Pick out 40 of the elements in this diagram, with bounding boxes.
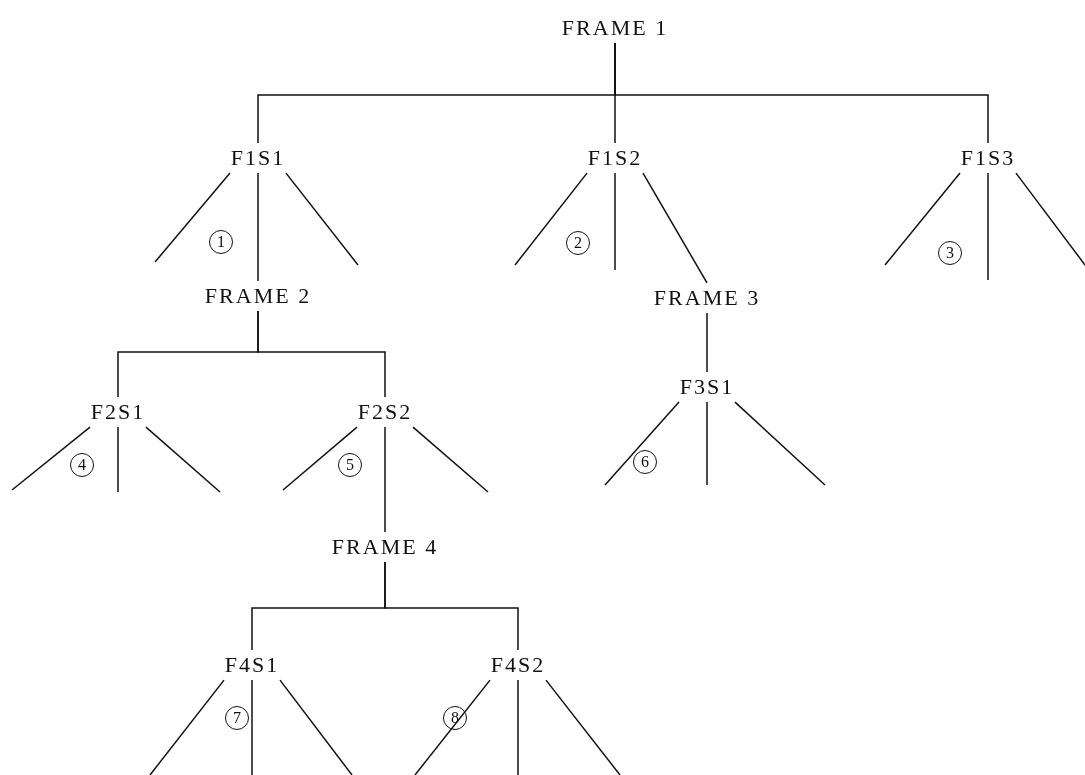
frame-label: FRAME 4 bbox=[328, 532, 442, 562]
slot-label: F4S1 bbox=[221, 650, 283, 680]
connector-line bbox=[514, 172, 588, 266]
connector-line bbox=[414, 679, 491, 775]
connector-line bbox=[517, 679, 519, 775]
slot-label: F1S2 bbox=[584, 143, 646, 173]
connector-line bbox=[642, 172, 708, 284]
connector-line bbox=[285, 172, 359, 266]
connector-line bbox=[614, 42, 989, 144]
connector-line bbox=[279, 679, 353, 775]
connector-line bbox=[384, 426, 386, 533]
frame-label: FRAME 1 bbox=[558, 13, 672, 43]
connector-line bbox=[706, 312, 708, 373]
connector-line bbox=[257, 172, 259, 282]
frame-label: FRAME 3 bbox=[650, 283, 764, 313]
connector-line bbox=[614, 172, 616, 271]
connector-line bbox=[257, 310, 386, 398]
slot-label: F2S1 bbox=[87, 397, 149, 427]
connector-line bbox=[706, 401, 708, 486]
slot-label: F4S2 bbox=[487, 650, 549, 680]
connector-line bbox=[1015, 172, 1085, 266]
connector-line bbox=[384, 561, 519, 651]
connector-line bbox=[145, 426, 221, 493]
frame-label: FRAME 2 bbox=[201, 281, 315, 311]
connector-line bbox=[117, 426, 119, 493]
connector-line bbox=[282, 426, 358, 491]
slot-label: F3S1 bbox=[676, 372, 738, 402]
connector-line bbox=[251, 679, 253, 775]
slot-label: F1S3 bbox=[957, 143, 1019, 173]
connector-line bbox=[154, 172, 231, 263]
connector-line bbox=[11, 426, 91, 491]
connector-line bbox=[604, 401, 680, 486]
connector-line bbox=[545, 679, 621, 775]
connector-line bbox=[149, 679, 225, 775]
slot-label: F2S2 bbox=[354, 397, 416, 427]
connector-line bbox=[734, 401, 826, 486]
connector-line bbox=[884, 172, 961, 266]
connector-line bbox=[412, 426, 489, 493]
slot-label: F1S1 bbox=[227, 143, 289, 173]
connector-line bbox=[987, 172, 989, 281]
